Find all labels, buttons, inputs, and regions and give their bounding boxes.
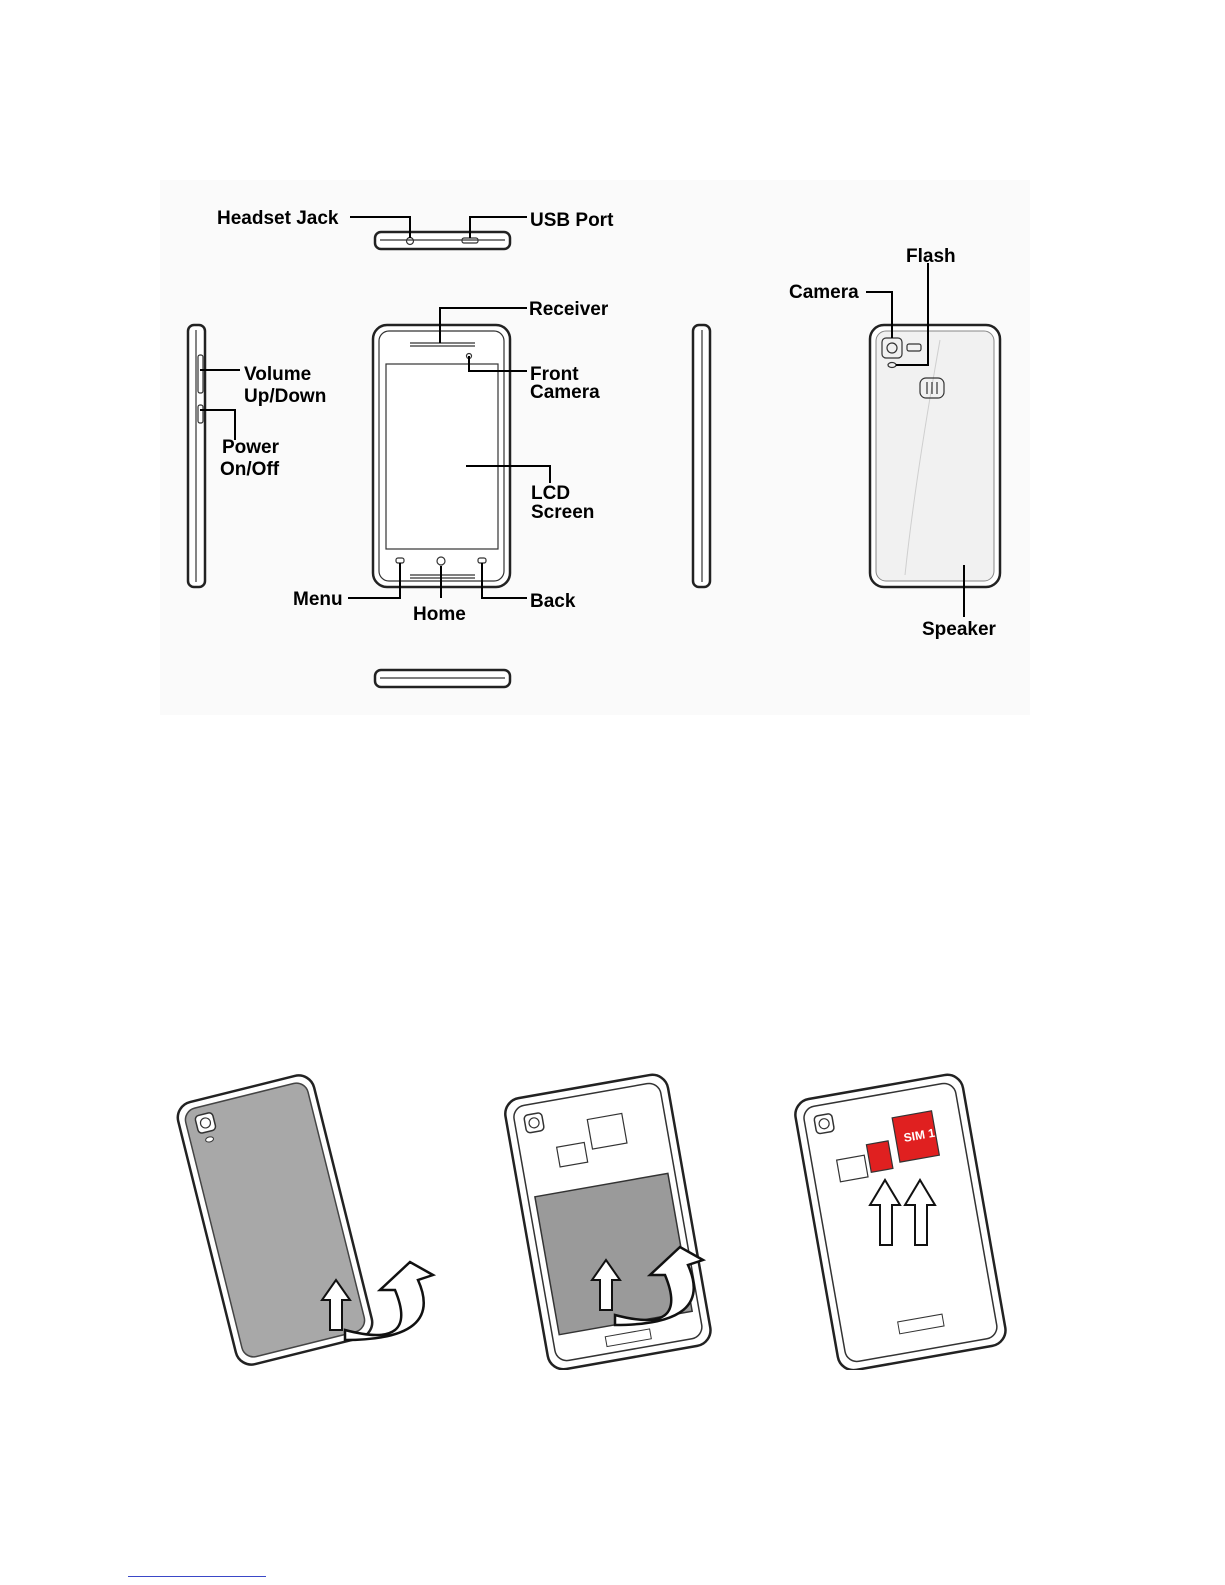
- phone-right-side: [693, 325, 710, 587]
- power-label-1: Power: [222, 437, 280, 458]
- footnote-rule: [128, 1576, 266, 1577]
- volume-label-1: Volume: [244, 364, 311, 385]
- step-insert-sim: SIM 1: [793, 1072, 1008, 1370]
- step-remove-battery: [503, 1072, 713, 1370]
- phone-front-view: [373, 325, 510, 587]
- phone-back-view: [870, 325, 1000, 587]
- sim-installation-diagram: SIM 1: [0, 1070, 1225, 1370]
- flash-label: Flash: [906, 246, 956, 267]
- menu-label: Menu: [293, 589, 343, 610]
- headset-jack-label: Headset Jack: [217, 208, 339, 229]
- lcd-label-1: LCD: [531, 483, 570, 504]
- home-label: Home: [413, 604, 466, 625]
- micro-sd-card: [866, 1141, 893, 1172]
- receiver-label: Receiver: [529, 299, 609, 320]
- speaker-label: Speaker: [922, 619, 997, 640]
- power-label-2: On/Off: [220, 459, 280, 480]
- phone-parts-diagram: Headset Jack USB Port Volume Up/Down Pow…: [0, 0, 1225, 740]
- camera-label: Camera: [789, 282, 859, 303]
- phone-bottom-edge: [375, 670, 510, 687]
- phone-top-edge: [375, 232, 510, 249]
- lcd-label-2: Screen: [531, 502, 594, 523]
- front-camera-label-2: Camera: [530, 382, 600, 403]
- back-label: Back: [530, 591, 576, 612]
- volume-label-2: Up/Down: [244, 386, 326, 407]
- step-remove-back-cover: [174, 1072, 375, 1368]
- phone-left-side: [188, 325, 205, 587]
- usb-port-label: USB Port: [530, 210, 614, 231]
